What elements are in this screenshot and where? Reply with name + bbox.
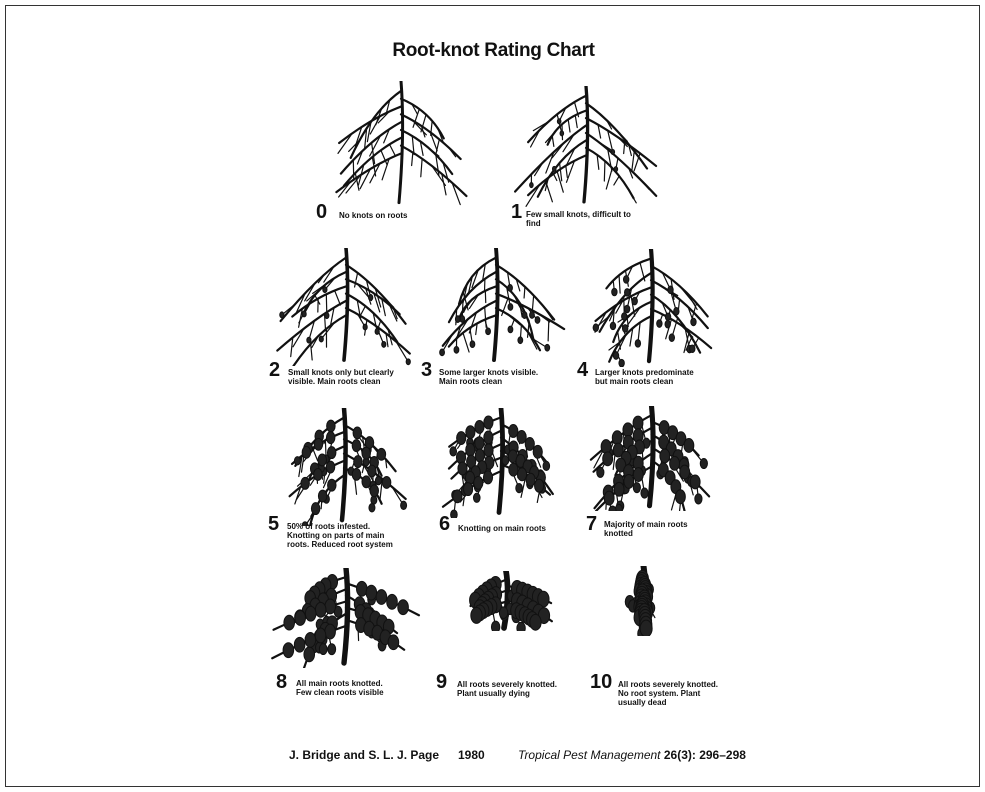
- rating-description-line: but main roots clean: [595, 377, 699, 386]
- rating-description-line: Few small knots, difficult to: [526, 210, 630, 219]
- rating-description-4: Larger knots predominatebut main roots c…: [595, 368, 699, 386]
- root-system-illustration-4: [576, 249, 726, 367]
- page-title: Root-knot Rating Chart: [6, 40, 981, 62]
- root-system-illustration-6: [436, 408, 566, 518]
- authors: J. Bridge and S. L. J. Page: [289, 748, 439, 762]
- rating-score-0: 0: [316, 202, 327, 222]
- rating-description-line: All roots severely knotted.: [457, 680, 561, 689]
- rating-score-5: 5: [268, 514, 279, 534]
- rating-score-8: 8: [276, 672, 287, 692]
- rating-description-line: No knots on roots: [339, 211, 443, 220]
- rating-score-6: 6: [439, 514, 450, 534]
- rating-score-9: 9: [436, 672, 447, 692]
- rating-description-line: Few clean roots visible: [296, 688, 400, 697]
- rating-description-7: Majority of main rootsknotted: [604, 520, 708, 538]
- rating-description-line: All main roots knotted.: [296, 679, 400, 688]
- rating-description-6: Knotting on main roots: [458, 524, 562, 533]
- root-system-illustration-9: [451, 571, 561, 631]
- journal-title: Tropical Pest Management: [518, 748, 661, 762]
- rating-description-line: All roots severely knotted.: [618, 680, 722, 689]
- rating-description-line: Some larger knots visible.: [439, 368, 543, 377]
- citation-footer: J. Bridge and S. L. J. Page 1980 Tropica…: [6, 748, 981, 768]
- rating-description-line: knotted: [604, 529, 708, 538]
- root-system-illustration-8: [271, 568, 421, 668]
- rating-description-10: All roots severely knotted.No root syste…: [618, 680, 722, 707]
- rating-score-4: 4: [577, 360, 588, 380]
- rating-description-line: visible. Main roots clean: [288, 377, 392, 386]
- rating-score-3: 3: [421, 360, 432, 380]
- root-system-illustration-5: [274, 408, 414, 526]
- journal-volume-pages: 26(3): 296–298: [664, 748, 746, 762]
- rating-description-line: usually dead: [618, 698, 722, 707]
- rating-score-10: 10: [590, 672, 612, 692]
- root-system-illustration-1: [511, 86, 661, 208]
- root-system-illustration-0: [326, 81, 476, 209]
- rating-description-line: Small knots only but clearly: [288, 368, 392, 377]
- rating-description-line: Knotting on main roots: [458, 524, 562, 533]
- rating-score-2: 2: [269, 360, 280, 380]
- rating-description-1: Few small knots, difficult tofind: [526, 210, 630, 228]
- rating-score-1: 1: [511, 202, 522, 222]
- root-system-illustration-3: [421, 248, 571, 366]
- journal-citation: Tropical Pest Management 26(3): 296–298: [518, 748, 746, 762]
- rating-description-9: All roots severely knotted.Plant usually…: [457, 680, 561, 698]
- root-system-illustration-2: [271, 248, 421, 366]
- rating-score-7: 7: [586, 514, 597, 534]
- rating-description-line: find: [526, 219, 630, 228]
- rating-description-line: 50% of roots infested.: [287, 522, 391, 531]
- rating-description-line: Main roots clean: [439, 377, 543, 386]
- rating-description-line: roots. Reduced root system: [287, 540, 391, 549]
- rating-description-line: Knotting on parts of main: [287, 531, 391, 540]
- chart-page: Root-knot Rating Chart 0 No knots on root…: [5, 5, 980, 787]
- year: 1980: [458, 748, 485, 762]
- rating-description-line: Larger knots predominate: [595, 368, 699, 377]
- root-system-illustration-10: [621, 566, 666, 636]
- root-system-illustration-7: [584, 406, 719, 511]
- rating-description-2: Small knots only but clearlyvisible. Mai…: [288, 368, 392, 386]
- rating-description-3: Some larger knots visible.Main roots cle…: [439, 368, 543, 386]
- rating-description-line: Majority of main roots: [604, 520, 708, 529]
- rating-description-line: No root system. Plant: [618, 689, 722, 698]
- rating-description-0: No knots on roots: [339, 211, 443, 220]
- rating-description-line: Plant usually dying: [457, 689, 561, 698]
- rating-description-8: All main roots knotted.Few clean roots v…: [296, 679, 400, 697]
- rating-description-5: 50% of roots infested.Knotting on parts …: [287, 522, 391, 549]
